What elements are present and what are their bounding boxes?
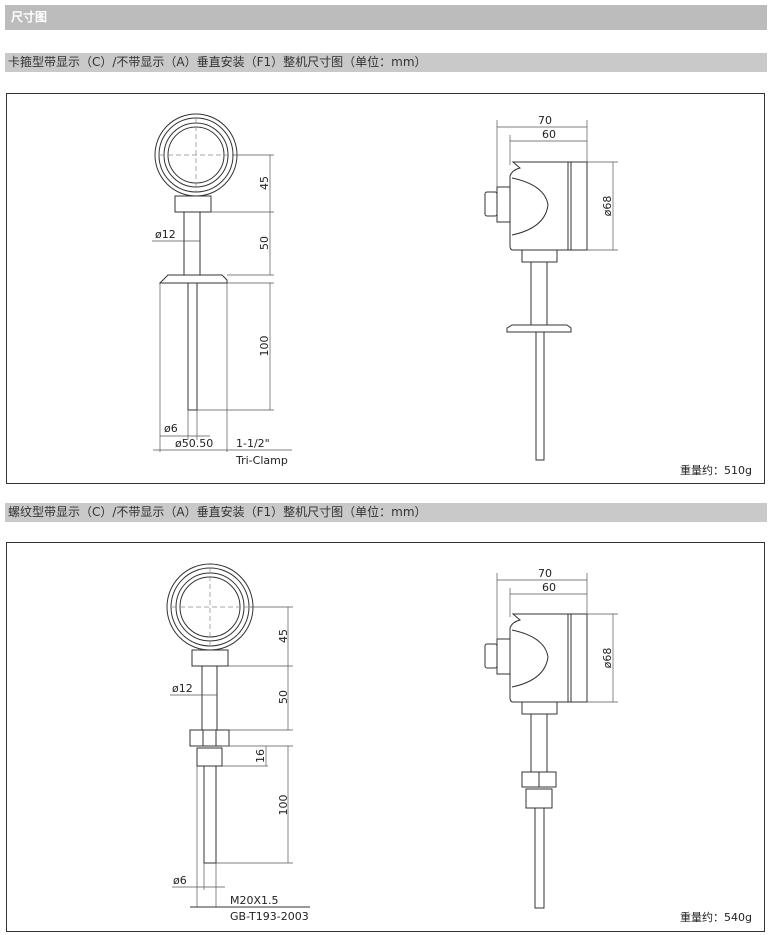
connection-size: 1-1/2" — [236, 437, 270, 450]
dim-probe-diameter: ø6 — [173, 874, 187, 887]
thread-side-view — [484, 613, 588, 909]
dim-68: ø68 — [601, 196, 614, 217]
section-title-clamp: 卡箍型带显示（C）/不带显示（A）垂直安装（F1）整机尺寸图（单位：mm） — [5, 53, 767, 72]
dim-clamp-diameter: ø50.50 — [175, 437, 213, 450]
thread-side-dimensions — [496, 573, 618, 703]
weight-label: 重量约：510g — [680, 463, 752, 477]
section-header: 尺寸图 — [5, 5, 767, 30]
clamp-side-dimensions — [496, 120, 618, 251]
dim-50: 50 — [277, 690, 290, 704]
clamp-side-view — [484, 161, 588, 461]
connection-standard: Tri-Clamp — [235, 454, 288, 467]
drawing-frame-clamp — [6, 93, 765, 484]
dim-60: 60 — [542, 128, 556, 141]
connection-size: M20X1.5 — [230, 894, 279, 907]
drawing-frame-thread — [6, 542, 765, 932]
dim-stem-diameter: ø12 — [172, 682, 193, 695]
dim-45: 45 — [277, 629, 290, 643]
weight-label: 重量约：540g — [680, 910, 752, 924]
dim-70: 70 — [538, 114, 552, 127]
dim-50: 50 — [258, 236, 271, 250]
dim-100: 100 — [258, 336, 271, 357]
dim-70: 70 — [538, 567, 552, 580]
thread-front-view — [166, 563, 254, 864]
clamp-front-dimensions — [152, 154, 292, 452]
dim-60: 60 — [542, 581, 556, 594]
connection-standard: GB-T193-2003 — [230, 910, 309, 923]
thread-front-dimensions — [170, 606, 310, 908]
clamp-front-view — [154, 113, 238, 411]
dim-16: 16 — [254, 749, 267, 763]
dim-45: 45 — [258, 176, 271, 190]
dim-100: 100 — [277, 795, 290, 816]
dim-68: ø68 — [601, 648, 614, 669]
dim-probe-diameter: ø6 — [164, 422, 178, 435]
dim-stem-diameter: ø12 — [155, 228, 176, 241]
section-title-thread: 螺纹型带显示（C）/不带显示（A）垂直安装（F1）整机尺寸图（单位：mm） — [5, 503, 767, 522]
